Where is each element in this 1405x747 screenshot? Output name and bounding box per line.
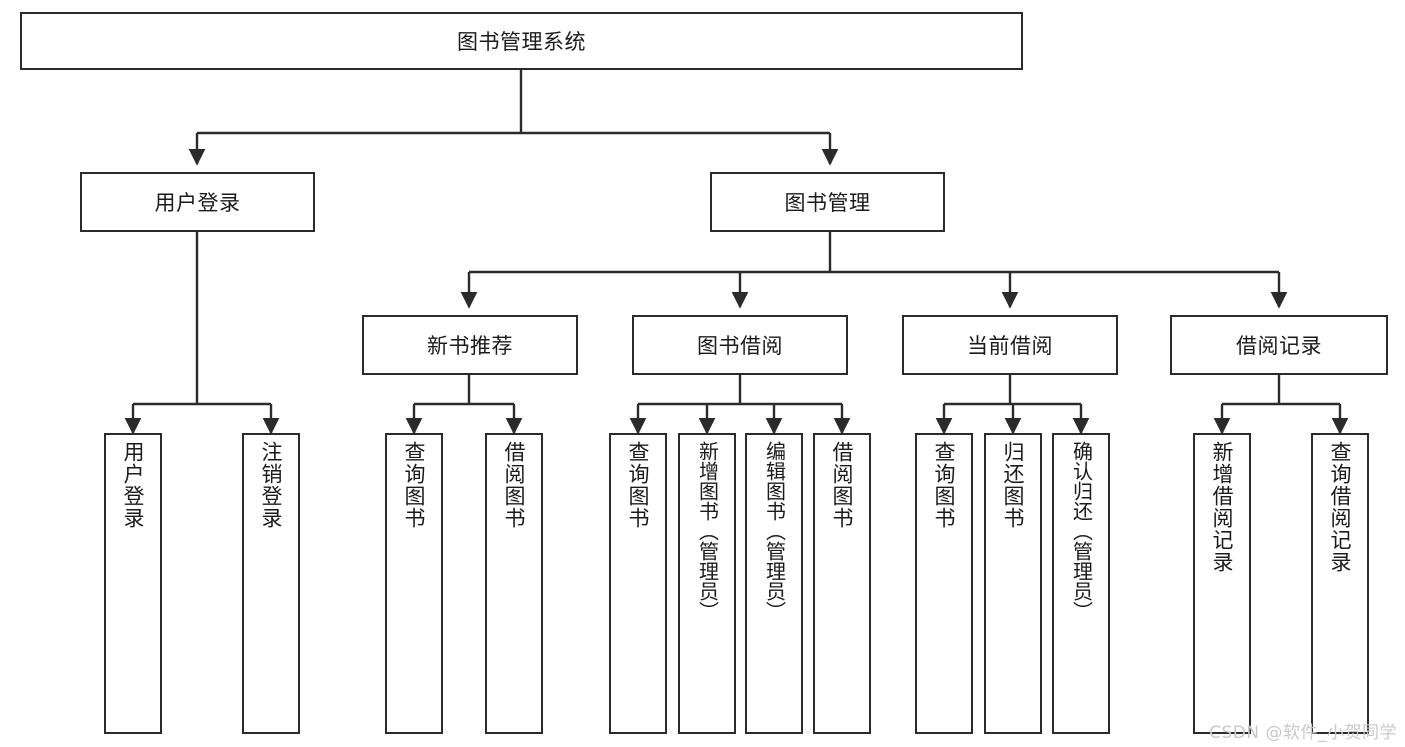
leaf-book-borrow-edit-book-admin[interactable]: 编辑图书（管理员）	[745, 433, 803, 734]
node-book-borrow[interactable]: 图书借阅	[632, 315, 848, 375]
node-label: 编辑图书（管理员）	[762, 441, 787, 621]
node-label: 当前借阅	[967, 334, 1053, 358]
leaf-book-borrow-borrow-book[interactable]: 借阅图书	[813, 433, 871, 734]
watermark-text: CSDN @软件_小贺同学	[1209, 723, 1397, 743]
leaf-current-borrow-query-book[interactable]: 查询图书	[915, 433, 973, 734]
node-label: 查询图书	[932, 441, 957, 529]
leaf-book-borrow-query-book[interactable]: 查询图书	[609, 433, 667, 734]
node-label: 借阅图书	[830, 441, 855, 529]
leaf-new-book-borrow-book[interactable]: 借阅图书	[485, 433, 543, 734]
leaf-book-borrow-add-book-admin[interactable]: 新增图书（管理员）	[678, 433, 736, 734]
node-label: 借阅图书	[502, 441, 527, 529]
leaf-borrow-record-query-record[interactable]: 查询借阅记录	[1311, 433, 1369, 734]
node-label: 图书借阅	[697, 334, 783, 358]
node-root-book-management-system[interactable]: 图书管理系统	[20, 12, 1023, 70]
node-label: 确认归还（管理员）	[1069, 441, 1094, 621]
node-label: 注销登录	[259, 441, 284, 529]
node-label: 新增借阅记录	[1210, 441, 1235, 573]
node-label: 新增图书（管理员）	[695, 441, 720, 621]
node-borrow-record[interactable]: 借阅记录	[1170, 315, 1388, 375]
node-label: 查询借阅记录	[1328, 441, 1353, 573]
node-label: 图书管理系统	[457, 30, 586, 54]
node-label: 查询图书	[402, 441, 427, 529]
node-book-management[interactable]: 图书管理	[710, 172, 945, 232]
node-label: 归还图书	[1001, 441, 1026, 529]
node-user-login[interactable]: 用户登录	[80, 172, 315, 232]
leaf-new-book-query-book[interactable]: 查询图书	[385, 433, 443, 734]
node-label: 图书管理	[784, 191, 871, 215]
leaf-user-login-logout[interactable]: 注销登录	[242, 433, 300, 734]
leaf-borrow-record-add-record[interactable]: 新增借阅记录	[1193, 433, 1251, 734]
node-label: 查询图书	[626, 441, 651, 529]
node-label: 用户登录	[121, 441, 146, 529]
leaf-current-borrow-return-book[interactable]: 归还图书	[984, 433, 1042, 734]
node-current-borrow[interactable]: 当前借阅	[902, 315, 1118, 375]
node-label: 借阅记录	[1236, 334, 1322, 358]
leaf-user-login-login[interactable]: 用户登录	[104, 433, 162, 734]
node-label: 用户登录	[154, 191, 241, 215]
leaf-current-borrow-confirm-return-admin[interactable]: 确认归还（管理员）	[1052, 433, 1110, 734]
node-new-book-recommend[interactable]: 新书推荐	[362, 315, 578, 375]
node-label: 新书推荐	[427, 334, 513, 358]
